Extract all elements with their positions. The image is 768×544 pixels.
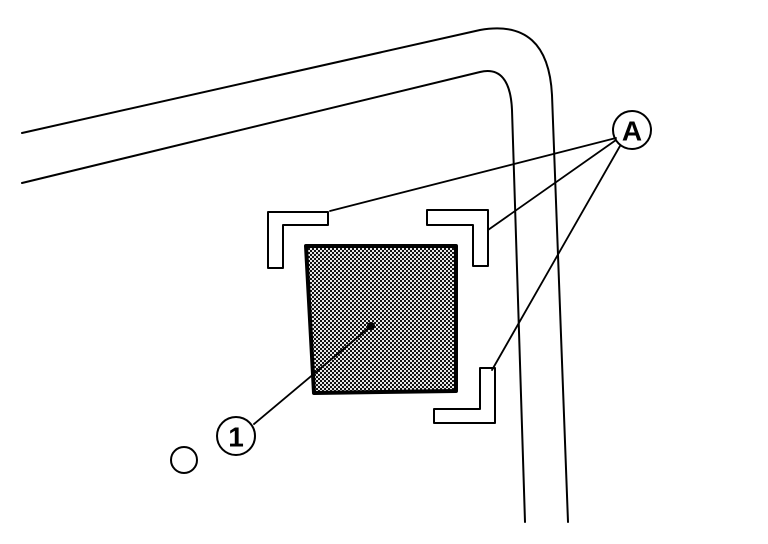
callout-a-circle (612, 110, 652, 150)
callout-a-label: A (622, 116, 642, 147)
callout-1-circle (216, 416, 256, 456)
frame-outer-edge (21, 27, 569, 523)
mounting-hole (170, 446, 198, 474)
leader-1-to-pad (253, 325, 372, 425)
bracket-bottom-right (433, 367, 496, 424)
bracket-top-left (267, 211, 329, 269)
leader-a-to-top-right (487, 139, 617, 231)
leader-a-to-bottom-right (491, 145, 621, 371)
frame-inner-edge (21, 70, 526, 523)
leader-a-to-top-left (329, 137, 617, 212)
bracket-top-right (426, 209, 489, 267)
shaded-pad (304, 244, 458, 395)
callout-1-label: 1 (228, 422, 244, 453)
